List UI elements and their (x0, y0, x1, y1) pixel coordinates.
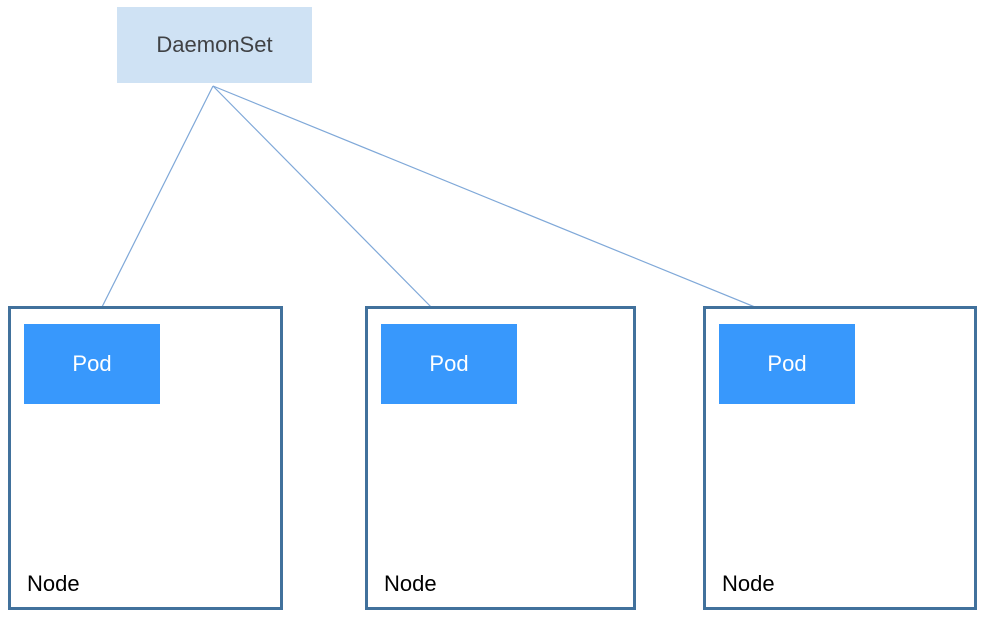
node-box-2: Pod Node (365, 306, 636, 610)
pod-label: Pod (429, 351, 469, 376)
daemonset-to-pod3-arrow-line (212, 85, 773, 315)
pod-box-2: Pod (381, 324, 517, 404)
pod-box-3: Pod (719, 324, 855, 404)
node-label: Node (384, 571, 437, 596)
node-label: Node (722, 571, 775, 596)
node-box-1: Pod Node (8, 306, 283, 610)
daemonset-label: DaemonSet (156, 32, 273, 57)
daemonset-to-pod2-arrow-line (212, 85, 438, 314)
pod-label: Pod (72, 351, 112, 376)
daemonset-to-pod1-arrow-line (100, 85, 214, 310)
daemonset-box: DaemonSet (117, 7, 312, 83)
pod-box-1: Pod (24, 324, 160, 404)
pod-label: Pod (767, 351, 807, 376)
node-box-3: Pod Node (703, 306, 977, 610)
node-label: Node (27, 571, 80, 596)
